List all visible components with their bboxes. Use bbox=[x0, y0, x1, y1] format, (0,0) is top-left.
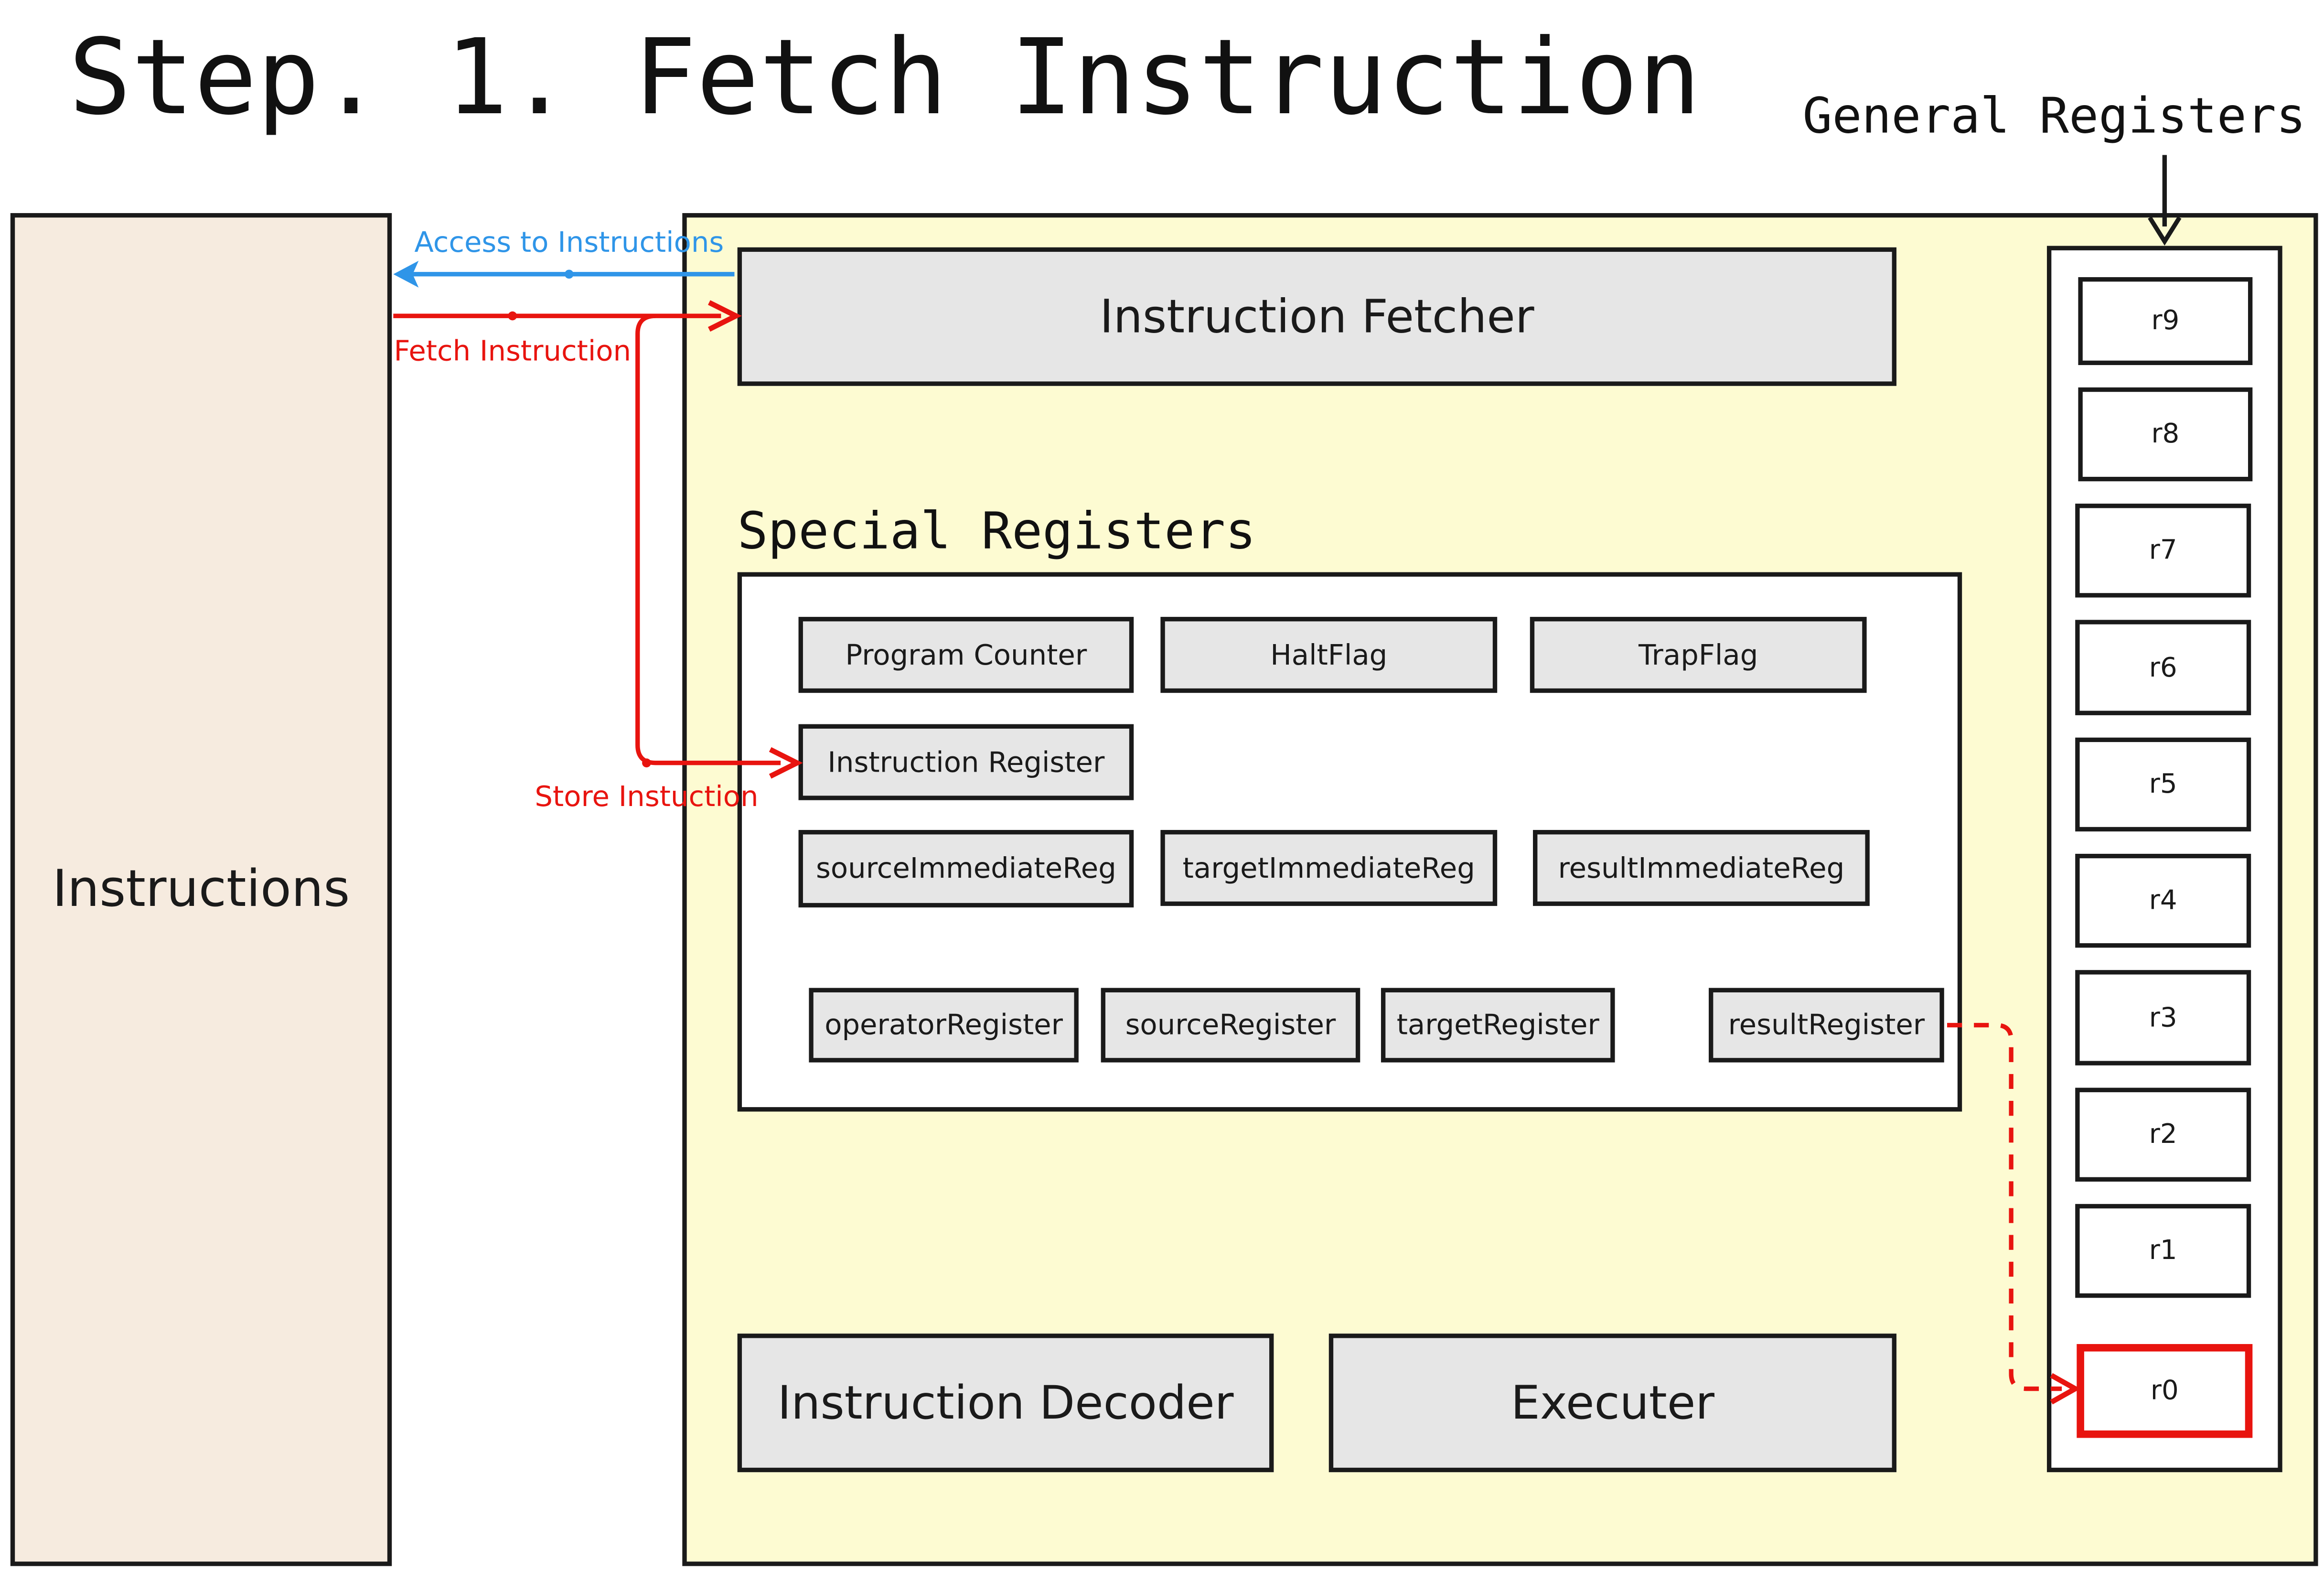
fetch-instruction-arrow: Fetch Instruction bbox=[393, 300, 742, 367]
general-register-r3: r3 bbox=[2075, 970, 2251, 1065]
result-immediate-register: resultImmediateReg bbox=[1533, 830, 1870, 906]
general-register-r9-label: r9 bbox=[2151, 305, 2180, 337]
executer-block: Executer bbox=[1328, 1334, 1896, 1473]
instruction-fetcher-block: Instruction Fetcher bbox=[737, 247, 1896, 386]
store-instruction-arrow: Store Instuction bbox=[535, 313, 803, 813]
executer-label: Executer bbox=[1510, 1376, 1715, 1430]
instruction-decoder-label: Instruction Decoder bbox=[777, 1376, 1234, 1430]
general-register-r5: r5 bbox=[2075, 737, 2251, 832]
general-register-r5-label: r5 bbox=[2149, 769, 2177, 800]
source-immediate-register: sourceImmediateReg bbox=[798, 830, 1134, 908]
program-counter-label: Program Counter bbox=[845, 638, 1087, 671]
target-register-label: targetRegister bbox=[1396, 1009, 1599, 1042]
page-title: Step. 1. Fetch Instruction bbox=[68, 16, 1701, 139]
access-instructions-arrow: Access to Instructions bbox=[393, 226, 735, 288]
instruction-register: Instruction Register bbox=[798, 724, 1134, 800]
general-register-r2: r2 bbox=[2075, 1087, 2251, 1182]
general-registers-pointer-arrow bbox=[2148, 155, 2182, 246]
general-register-r9: r9 bbox=[2078, 277, 2253, 366]
result-to-r0-arrow bbox=[1947, 1022, 2081, 1405]
halt-flag-label: HaltFlag bbox=[1270, 638, 1388, 671]
general-register-r4-label: r4 bbox=[2149, 885, 2177, 916]
result-register: resultRegister bbox=[1709, 988, 1944, 1063]
source-register-label: sourceRegister bbox=[1125, 1009, 1336, 1042]
special-registers-label: Special Registers bbox=[737, 502, 1256, 562]
store-instruction-label: Store Instuction bbox=[535, 780, 758, 813]
target-immediate-register: targetImmediateReg bbox=[1160, 830, 1498, 906]
operator-register-label: operatorRegister bbox=[825, 1009, 1063, 1042]
source-register: sourceRegister bbox=[1101, 988, 1360, 1063]
instructions-memory-block: Instructions bbox=[10, 213, 392, 1566]
general-register-r1-label: r1 bbox=[2149, 1235, 2177, 1267]
target-register: targetRegister bbox=[1381, 988, 1615, 1063]
general-register-r8-label: r8 bbox=[2151, 419, 2180, 450]
instructions-label: Instructions bbox=[52, 860, 350, 920]
general-register-r8: r8 bbox=[2078, 387, 2253, 482]
general-register-r4: r4 bbox=[2075, 853, 2251, 948]
access-instructions-label: Access to Instructions bbox=[414, 226, 724, 258]
general-registers-label: General Registers bbox=[1802, 86, 2306, 145]
general-register-r7-label: r7 bbox=[2149, 535, 2177, 567]
general-register-r1: r1 bbox=[2075, 1204, 2251, 1298]
general-register-r6-label: r6 bbox=[2149, 652, 2177, 683]
fetch-instruction-label: Fetch Instruction bbox=[394, 334, 631, 367]
general-register-r7: r7 bbox=[2075, 504, 2251, 598]
source-immediate-label: sourceImmediateReg bbox=[816, 852, 1116, 885]
trap-flag-register: TrapFlag bbox=[1530, 617, 1867, 693]
general-register-r0-label: r0 bbox=[2150, 1375, 2179, 1407]
instruction-fetcher-label: Instruction Fetcher bbox=[1100, 290, 1534, 344]
general-register-r0: r0 bbox=[2077, 1344, 2253, 1438]
general-register-r2-label: r2 bbox=[2149, 1119, 2177, 1151]
instruction-register-label: Instruction Register bbox=[827, 745, 1105, 779]
trap-flag-label: TrapFlag bbox=[1639, 638, 1758, 671]
program-counter-register: Program Counter bbox=[798, 617, 1134, 693]
operator-register: operatorRegister bbox=[809, 988, 1079, 1063]
general-register-r6: r6 bbox=[2075, 620, 2251, 715]
halt-flag-register: HaltFlag bbox=[1160, 617, 1498, 693]
result-immediate-label: resultImmediateReg bbox=[1558, 851, 1845, 884]
result-register-label: resultRegister bbox=[1728, 1009, 1925, 1042]
instruction-decoder-block: Instruction Decoder bbox=[737, 1334, 1274, 1473]
general-register-r3-label: r3 bbox=[2149, 1002, 2177, 1033]
target-immediate-label: targetImmediateReg bbox=[1182, 851, 1475, 884]
